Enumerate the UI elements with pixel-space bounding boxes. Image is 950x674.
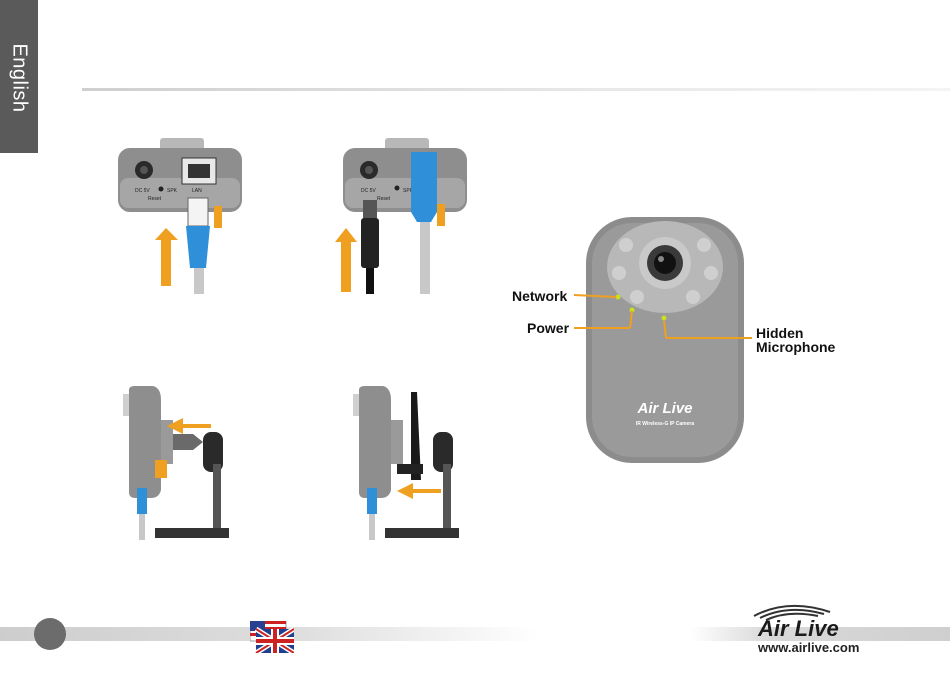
header-divider	[82, 88, 950, 91]
port-label-dc: DC 5V	[361, 188, 376, 194]
port-label-spk: SPK	[167, 188, 178, 194]
footer-brand: Air Live	[757, 616, 839, 640]
website-url[interactable]: www.airlive.com	[758, 640, 859, 655]
front-logo: Air Live	[636, 400, 692, 417]
page-number-badge	[34, 618, 66, 650]
front-subtitle: IR Wireless-G IP Camera	[636, 421, 694, 427]
microphone-label-line1: Hidden	[756, 326, 803, 340]
microphone-label-line2: Microphone	[756, 340, 835, 354]
language-tab: English	[0, 0, 38, 153]
airlive-logo: Air Live	[748, 600, 888, 640]
callout-lines	[560, 285, 760, 345]
camera-rear-power-figure: DC 5V SPK Reset	[335, 138, 475, 298]
camera-side-antenna-figure	[345, 380, 475, 545]
reset-label: Reset	[377, 196, 391, 202]
language-label: English	[8, 43, 31, 112]
network-led-label: Network	[512, 289, 567, 303]
language-flags-icon	[250, 621, 294, 653]
camera-rear-lan-figure: DC 5V SPK LAN Reset	[110, 138, 250, 298]
reset-label: Reset	[148, 196, 162, 202]
camera-side-stand-figure	[115, 380, 245, 545]
power-led-label: Power	[527, 321, 569, 335]
port-label-dc: DC 5V	[135, 188, 150, 194]
port-label-lan: LAN	[192, 188, 202, 194]
